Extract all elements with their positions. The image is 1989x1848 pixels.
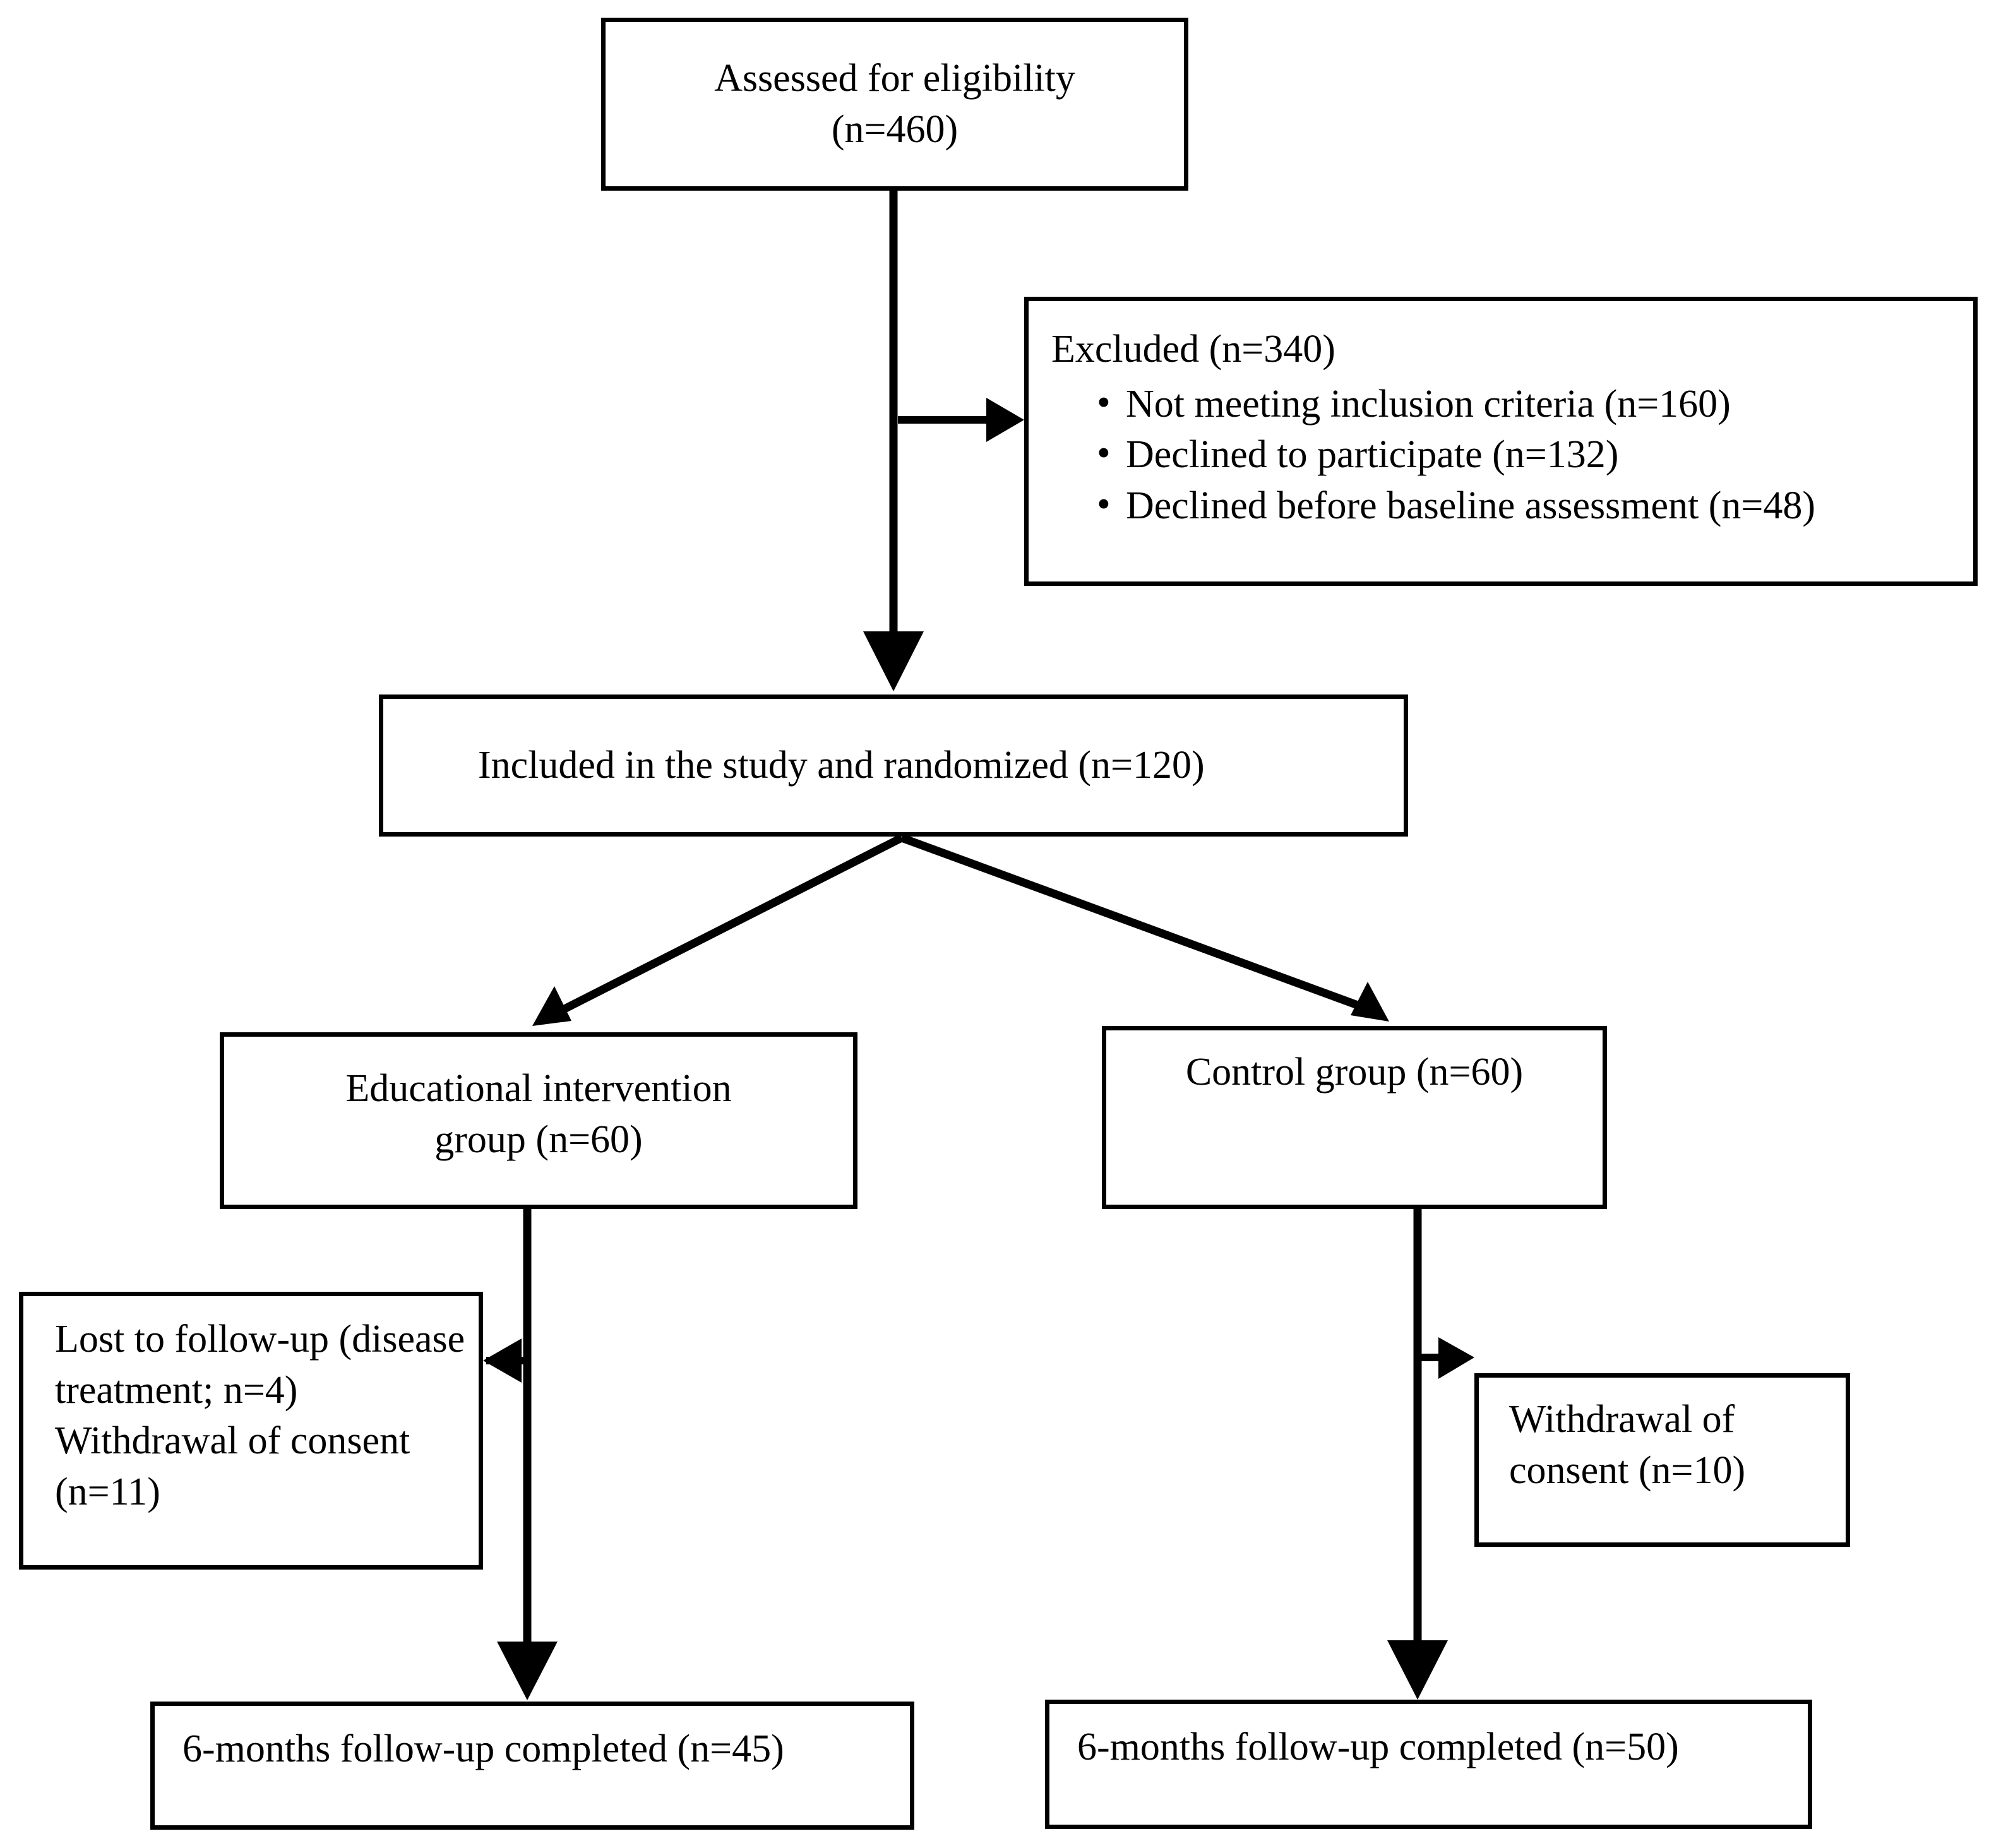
lost-to-followup-label: Lost to follow-up (disease treatment; n=… [55,1318,465,1513]
edge-intervention-to-lost [483,1338,523,1383]
edge-control-to-withdrawal [1421,1337,1474,1379]
excluded-reason-item: Declined to participate (n=132) [1097,428,1973,480]
followup-completed-control-label: 6-months follow-up completed (n=50) [1077,1726,1679,1768]
followup-completed-intervention-label: 6-months follow-up completed (n=45) [182,1727,784,1770]
node-control-group[interactable]: Control group (n=60) [1102,1026,1607,1209]
edge-randomized-to-control [900,833,1389,1022]
edge-intervention-to-followup [497,1209,558,1700]
node-assessed-for-eligibility[interactable]: Assessed for eligibility (n=460) [601,18,1188,191]
excluded-reason-item: Not meeting inclusion criteria (n=160) [1097,378,1973,430]
excluded-heading: Excluded (n=340) [1051,328,1335,371]
node-excluded[interactable]: Excluded (n=340) Not meeting inclusion c… [1024,297,1978,586]
educational-intervention-group-label: Educational intervention group (n=60) [345,1067,732,1161]
node-included-randomized[interactable]: Included in the study and randomized (n=… [379,694,1408,837]
edge-control-to-followup [1387,1209,1448,1700]
assessed-for-eligibility-label: Assessed for eligibility (n=460) [714,57,1075,151]
excluded-reason-item: Declined before baseline assessment (n=4… [1097,479,1973,532]
node-withdrawal-of-consent-control[interactable]: Withdrawal of consent (n=10) [1474,1373,1850,1547]
excluded-reason-list: Not meeting inclusion criteria (n=160) D… [1029,378,1973,532]
included-randomized-label: Included in the study and randomized (n=… [478,744,1205,787]
edge-eligibility-to-randomized [863,191,924,691]
node-educational-intervention-group[interactable]: Educational intervention group (n=60) [220,1032,857,1209]
withdrawal-of-consent-label: Withdrawal of consent (n=10) [1509,1398,1746,1492]
node-followup-completed-intervention[interactable]: 6-months follow-up completed (n=45) [150,1702,914,1830]
control-group-label: Control group (n=60) [1185,1051,1524,1094]
node-lost-to-followup-intervention[interactable]: Lost to follow-up (disease treatment; n=… [19,1292,483,1570]
node-followup-completed-control[interactable]: 6-months follow-up completed (n=50) [1045,1700,1812,1829]
edge-eligibility-to-excluded [898,398,1024,442]
edge-randomized-to-intervention [532,834,904,1026]
